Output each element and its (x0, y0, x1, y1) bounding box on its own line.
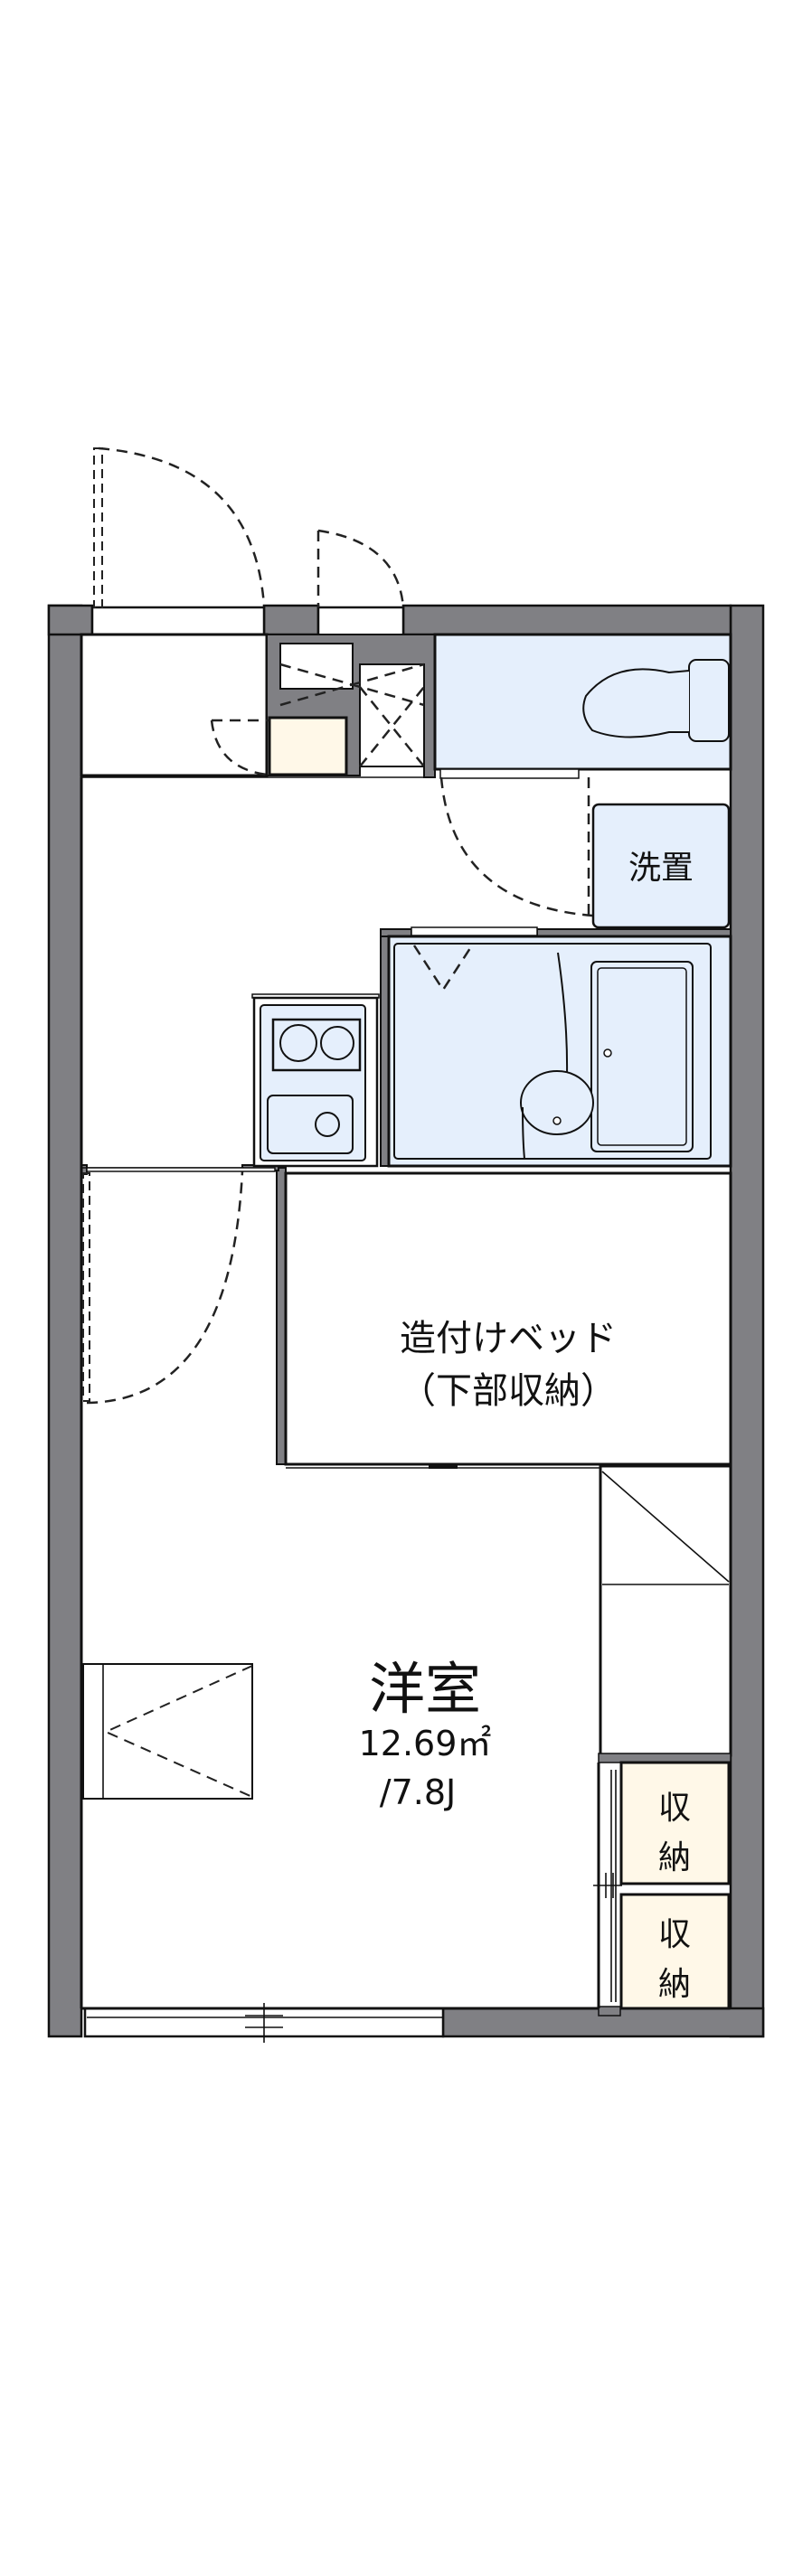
shoe-cabinet (210, 716, 348, 776)
room-area: 12.69㎡ (359, 1724, 492, 1763)
washer-space: 洗置 (591, 803, 731, 929)
toilet-door[interactable] (439, 768, 593, 917)
balcony-window[interactable] (83, 2003, 445, 2043)
built-in-bed-sublabel: （下部収納） (400, 1370, 617, 1412)
bathroom-unit (387, 935, 732, 1168)
storage-closet-2[interactable] (619, 1893, 731, 2010)
sink (267, 1095, 354, 1154)
storage-2-label-2: 納 (658, 1966, 691, 2003)
room-door[interactable] (82, 1167, 276, 1405)
storage-closet-1[interactable] (619, 1761, 731, 1885)
stove-burner-icon (320, 1026, 354, 1060)
meter-box-door[interactable] (316, 529, 405, 652)
closet-block (599, 1464, 732, 1757)
washer-space-label: 洗置 (628, 850, 694, 887)
room-jo: /7.8J (380, 1772, 456, 1812)
storage-1-label-2: 納 (658, 1839, 691, 1876)
storage-2-label: 収 (658, 1916, 691, 1953)
western-room: 洋室 12.69㎡ /7.8J (359, 1656, 492, 1812)
toilet-room (433, 633, 732, 771)
room-name: 洋室 (369, 1656, 481, 1722)
stove-burner-icon (279, 1024, 317, 1062)
entrance-door[interactable] (90, 447, 266, 636)
storage-1-label: 収 (658, 1790, 691, 1827)
exterior-walls (47, 604, 765, 2038)
bathroom-door[interactable] (411, 926, 538, 936)
air-conditioner (82, 1663, 253, 1800)
built-in-bed-label: 造付けベッド (400, 1318, 617, 1359)
kitchen (251, 993, 380, 1168)
storage-closets: 収 納 収 納 (593, 1753, 732, 2017)
built-in-bed: 造付けベッド （下部収納） (284, 1171, 732, 1469)
genkan (80, 633, 269, 777)
